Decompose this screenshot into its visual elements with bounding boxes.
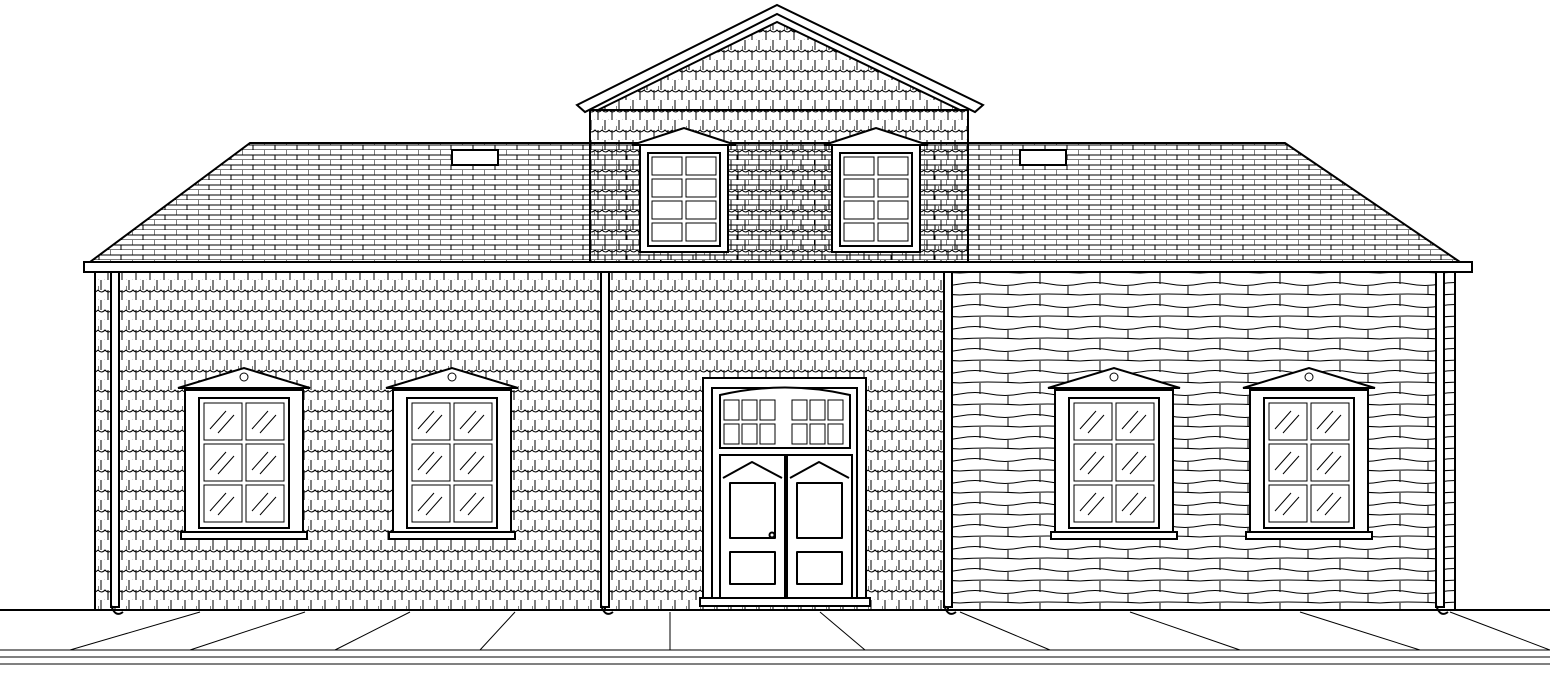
transom-pane <box>791 399 808 421</box>
window-pane <box>245 484 285 523</box>
window-sill <box>388 531 516 540</box>
sidewalk <box>0 609 1550 665</box>
window-sill <box>180 531 308 540</box>
window <box>1242 366 1376 540</box>
paving-joint <box>1299 611 1421 651</box>
dormer-window <box>823 126 929 253</box>
transom-pane <box>741 399 758 421</box>
window-pane <box>245 443 285 482</box>
window-pane <box>411 402 451 441</box>
dormer-window <box>631 126 737 253</box>
skylight-left <box>451 149 499 166</box>
downpipe <box>110 271 120 608</box>
window-pane <box>1268 484 1308 523</box>
transom-pane <box>809 399 826 421</box>
window-pane <box>1310 402 1350 441</box>
window-pane <box>1073 443 1113 482</box>
transom-pane <box>723 399 740 421</box>
front-door <box>699 377 871 607</box>
transom-pane <box>759 423 776 445</box>
window-pane <box>1073 484 1113 523</box>
window-pane <box>245 402 285 441</box>
gutter <box>83 261 1473 273</box>
window-pane <box>1310 443 1350 482</box>
window-pane <box>1073 402 1113 441</box>
transom-pane <box>723 423 740 445</box>
window-sill <box>1245 531 1373 540</box>
window-pane <box>411 484 451 523</box>
ground-windows <box>177 366 1376 540</box>
door-step <box>699 597 871 607</box>
transom-pane <box>759 399 776 421</box>
dormer <box>575 3 985 263</box>
paving-joint <box>819 611 866 651</box>
skylight-right <box>1019 149 1067 166</box>
window-sill <box>1050 531 1178 540</box>
window-pane <box>1268 443 1308 482</box>
window-pediment <box>1047 366 1181 389</box>
window-pane <box>453 484 493 523</box>
paving-joint <box>479 611 516 651</box>
transom-pane <box>827 423 844 445</box>
downpipe <box>600 271 610 608</box>
window-pane <box>203 402 243 441</box>
transom-pane <box>827 399 844 421</box>
window-pane <box>1310 484 1350 523</box>
window-pane <box>203 484 243 523</box>
door-knob <box>768 531 776 539</box>
transom-pane <box>791 423 808 445</box>
paving-joint <box>69 611 201 651</box>
paving-joint <box>1129 611 1241 651</box>
transom <box>719 386 851 449</box>
downpipes <box>110 271 1449 615</box>
window-pane <box>411 443 451 482</box>
transom-pane <box>809 423 826 445</box>
window-pane <box>453 443 493 482</box>
downpipe <box>1435 271 1445 608</box>
paving-joint <box>959 611 1051 651</box>
window <box>385 366 519 540</box>
downpipe <box>943 271 953 608</box>
paving-joint <box>334 611 411 651</box>
paving-joint <box>189 611 306 651</box>
window-pediment <box>1242 366 1376 389</box>
window-pediment <box>385 366 519 389</box>
window-pane <box>1115 443 1155 482</box>
window-pediment <box>177 366 311 389</box>
window <box>177 366 311 540</box>
window-pane <box>1115 484 1155 523</box>
paving-joint <box>1449 611 1550 651</box>
window-pane <box>203 443 243 482</box>
transom-pane <box>741 423 758 445</box>
window-pane <box>1268 402 1308 441</box>
window-pane <box>1115 402 1155 441</box>
window-pane <box>453 402 493 441</box>
window <box>1047 366 1181 540</box>
